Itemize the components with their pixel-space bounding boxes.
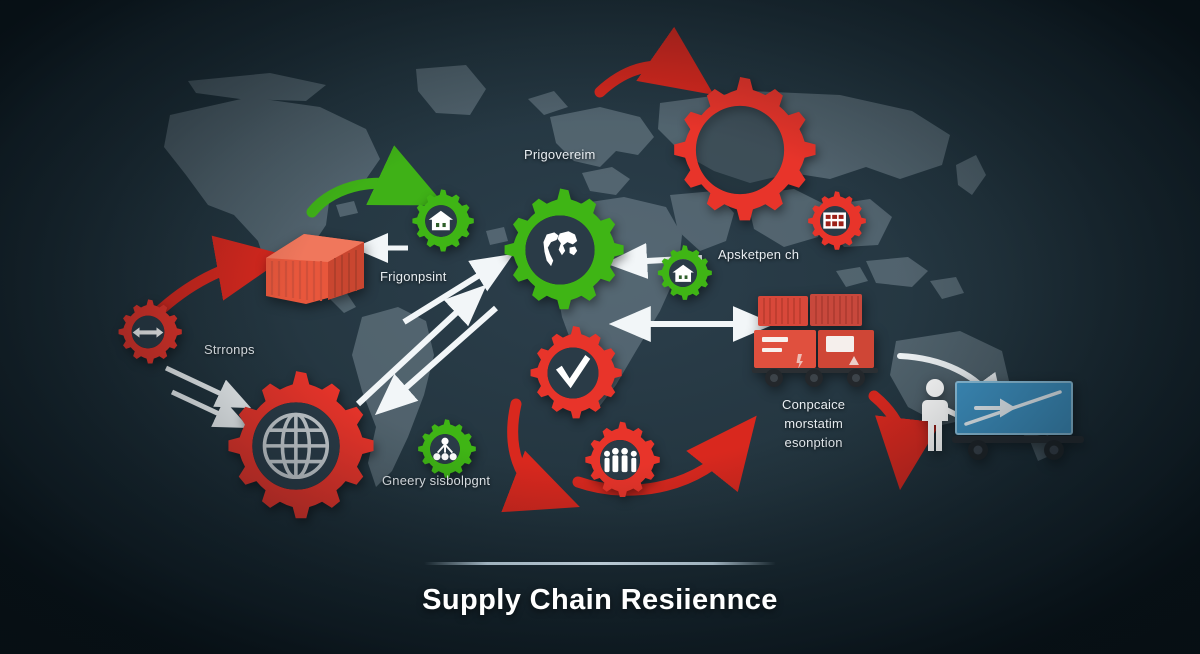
label-strronps: Strronps (204, 342, 255, 357)
red-gear-people (580, 420, 660, 500)
label-apsketpench: Apsketpen ch (718, 247, 800, 262)
main-green-gear-globe (496, 186, 624, 314)
shipping-container-icon (262, 228, 368, 310)
label-prigovereim: Prigovereim (524, 147, 596, 162)
page-title: Supply Chain Resiiennce (422, 584, 778, 616)
large-red-gear-bottom-left (218, 368, 374, 524)
footer-divider (424, 562, 776, 565)
container-truck-icon (752, 292, 880, 388)
label-gneery: Gneery sisbolpgnt (382, 473, 491, 488)
large-red-gear-top-right (664, 74, 816, 226)
blue-trailer-icon (952, 378, 1088, 464)
green-gear-house-right (654, 244, 712, 302)
green-gear-network (414, 418, 476, 480)
label-conpcaice: Conpcaice morstatim esonption (782, 397, 846, 450)
red-gear-warehouse (804, 190, 866, 252)
label-frigonpsint: Frigonpsint (380, 269, 447, 284)
green-gear-house-left (408, 188, 474, 254)
red-gear-double-arrow (114, 298, 182, 366)
red-gear-checkmark (524, 324, 622, 422)
